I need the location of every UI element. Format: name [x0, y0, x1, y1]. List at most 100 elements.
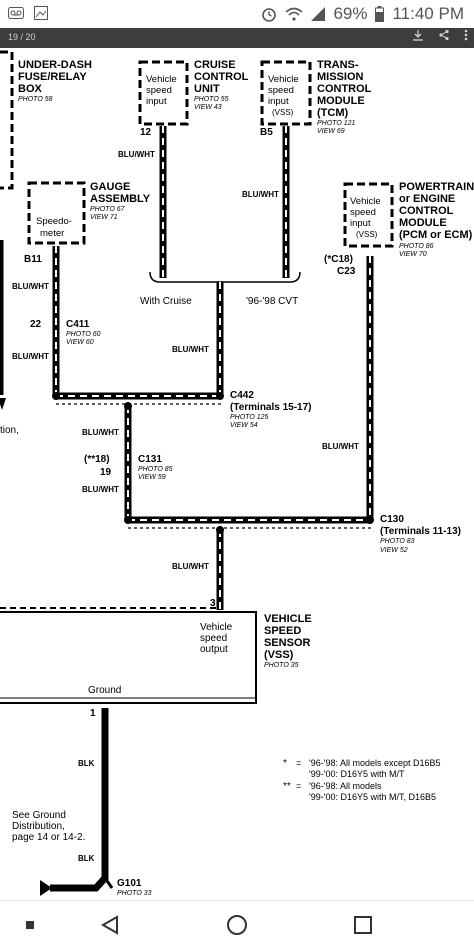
wire-label-blk-1: BLK: [78, 759, 95, 768]
wire-label-tcm: BLU/WHT: [242, 190, 279, 199]
alarm-icon: [262, 8, 277, 22]
svg-text:19: 19: [100, 467, 112, 478]
svg-text:C411: C411: [66, 319, 90, 330]
wiring-diagram: UNDER-DASH FUSE/RELAY BOX PHOTO 58 Vehic…: [0, 50, 474, 897]
back-button[interactable]: [94, 909, 126, 941]
cruise-title-3: UNIT: [194, 83, 220, 95]
pcm-title-3: CONTROL: [399, 205, 454, 217]
gauge-photo: PHOTO 67: [90, 206, 126, 213]
tcm-title-4: MODULE: [317, 95, 365, 107]
under-dash-fuse-box: UNDER-DASH FUSE/RELAY BOX PHOTO 58: [0, 50, 92, 190]
cruise-pin: 12: [140, 127, 152, 138]
cvt-label: '96-'98 CVT: [246, 296, 298, 307]
svg-text:*: *: [283, 758, 287, 769]
overview-button[interactable]: [347, 909, 379, 941]
pcm-inner-4: (VSS): [356, 230, 378, 239]
connector-c130: C130 (Terminals 11-13) PHOTO 83 VIEW 52: [380, 514, 461, 554]
wire-label-pcm: BLU/WHT: [322, 442, 359, 451]
pcm-inner-1: Vehicle: [350, 196, 381, 207]
svg-text:C131: C131: [138, 454, 162, 465]
recents-button[interactable]: [14, 909, 46, 941]
overview-icon: [354, 916, 372, 934]
wire-segments: [0, 126, 374, 892]
page-indicator: 19 / 20: [8, 32, 36, 42]
svg-text:**: **: [283, 781, 291, 792]
svg-text:See Ground: See Ground: [12, 810, 66, 821]
with-cruise-label: With Cruise: [140, 296, 192, 307]
tcm-title-2: MISSION: [317, 71, 364, 83]
connector-c442: C442 (Terminals 15-17) PHOTO 125 VIEW 54: [230, 390, 312, 429]
gauge-assembly: Speedo- meter GAUGE ASSEMBLY PHOTO 67 VI…: [24, 181, 151, 265]
gauge-title-2: ASSEMBLY: [90, 193, 151, 205]
cruise-inner-2: speed: [146, 85, 172, 96]
svg-text:VIEW 52: VIEW 52: [380, 547, 408, 554]
clock: 11:40 PM: [392, 4, 464, 23]
wifi-icon: [285, 7, 303, 21]
svg-text:=: =: [296, 781, 301, 791]
vss-photo: PHOTO 35: [264, 662, 299, 669]
tcm-module: Vehicle speed input (VSS) TRANS- MISSION…: [260, 59, 372, 138]
pcm-inner-3: input: [350, 218, 371, 229]
under-dash-title-1: UNDER-DASH: [18, 59, 92, 71]
gauge-inner-2: meter: [40, 228, 64, 239]
junction-dots: [52, 392, 374, 534]
left-arrow: [0, 398, 6, 410]
svg-text:'99-'00: D16Y5 with M/T: '99-'00: D16Y5 with M/T: [309, 769, 405, 779]
pcm-pin: C23: [337, 266, 356, 277]
battery-level: 69%: [333, 4, 368, 23]
voicemail-icon: [8, 7, 24, 19]
wire-label-gauge-1: BLU/WHT: [12, 282, 49, 291]
svg-text:G101: G101: [117, 878, 142, 889]
svg-text:PHOTO 33: PHOTO 33: [117, 890, 152, 897]
vss-title-2: SPEED: [264, 625, 301, 637]
under-dash-title-3: BOX: [18, 83, 43, 95]
svg-text:C442: C442: [230, 390, 254, 401]
vss-pin-top: 3: [210, 598, 216, 609]
tcm-title-5: (TCM): [317, 107, 348, 119]
vss-inner-2: speed: [200, 633, 227, 644]
gauge-view: VIEW 71: [90, 214, 118, 221]
gauge-pin: B11: [24, 254, 42, 265]
svg-text:=: =: [296, 758, 301, 768]
home-icon: [227, 915, 247, 935]
viewer-toolbar: 19 / 20: [0, 28, 474, 48]
svg-text:VIEW 60: VIEW 60: [66, 339, 94, 346]
recents-icon: [26, 921, 34, 929]
svg-text:page 14 or 14-2.: page 14 or 14-2.: [12, 832, 85, 843]
svg-text:VIEW 59: VIEW 59: [138, 474, 166, 481]
svg-text:PHOTO 60: PHOTO 60: [66, 331, 101, 338]
cruise-title-2: CONTROL: [194, 71, 249, 83]
gauge-title-1: GAUGE: [90, 181, 130, 193]
tcm-inner-3: input: [268, 96, 289, 107]
svg-text:PHOTO 85: PHOTO 85: [138, 466, 173, 473]
svg-text:PHOTO 83: PHOTO 83: [380, 538, 415, 545]
tcm-inner-2: speed: [268, 85, 294, 96]
svg-text:22: 22: [30, 319, 42, 330]
wire-label-vss: BLU/WHT: [172, 562, 209, 571]
vss-inner-1: Vehicle: [200, 622, 233, 633]
pcm-title-1: POWERTRAIN: [399, 181, 474, 193]
status-bar: 69% 11:40 PM: [0, 0, 474, 28]
more-options-icon[interactable]: [464, 29, 468, 41]
ground-g101: G101 PHOTO 33: [117, 878, 152, 897]
gallery-icon: [34, 6, 48, 20]
home-button[interactable]: [221, 909, 253, 941]
wire-label-cruise: BLU/WHT: [118, 150, 155, 159]
wire-label-trunk: BLU/WHT: [172, 345, 209, 354]
save-icon[interactable]: [412, 29, 424, 41]
pcm-title-5: (PCM or ECM): [399, 229, 473, 241]
tcm-title-3: CONTROL: [317, 83, 372, 95]
ground-note: See Ground Distribution, page 14 or 14-2…: [12, 810, 85, 843]
under-dash-title-2: FUSE/RELAY: [18, 71, 87, 83]
vss-title-4: (VSS): [264, 649, 294, 661]
wire-label-gauge-2: BLU/WHT: [12, 352, 49, 361]
svg-text:Distribution,: Distribution,: [12, 821, 65, 832]
pcm-pin-note: (*C18): [324, 254, 353, 265]
vehicle-speed-sensor: 3 Vehicle speed output Ground VEHICLE SP…: [0, 598, 312, 719]
pcm-title-2: or ENGINE: [399, 193, 455, 205]
wire-label-c131: BLU/WHT: [82, 485, 119, 494]
pcm-view: VIEW 70: [399, 251, 427, 258]
svg-text:(**18): (**18): [84, 454, 110, 465]
svg-text:PHOTO 125: PHOTO 125: [230, 414, 268, 421]
share-icon[interactable]: [438, 29, 450, 41]
